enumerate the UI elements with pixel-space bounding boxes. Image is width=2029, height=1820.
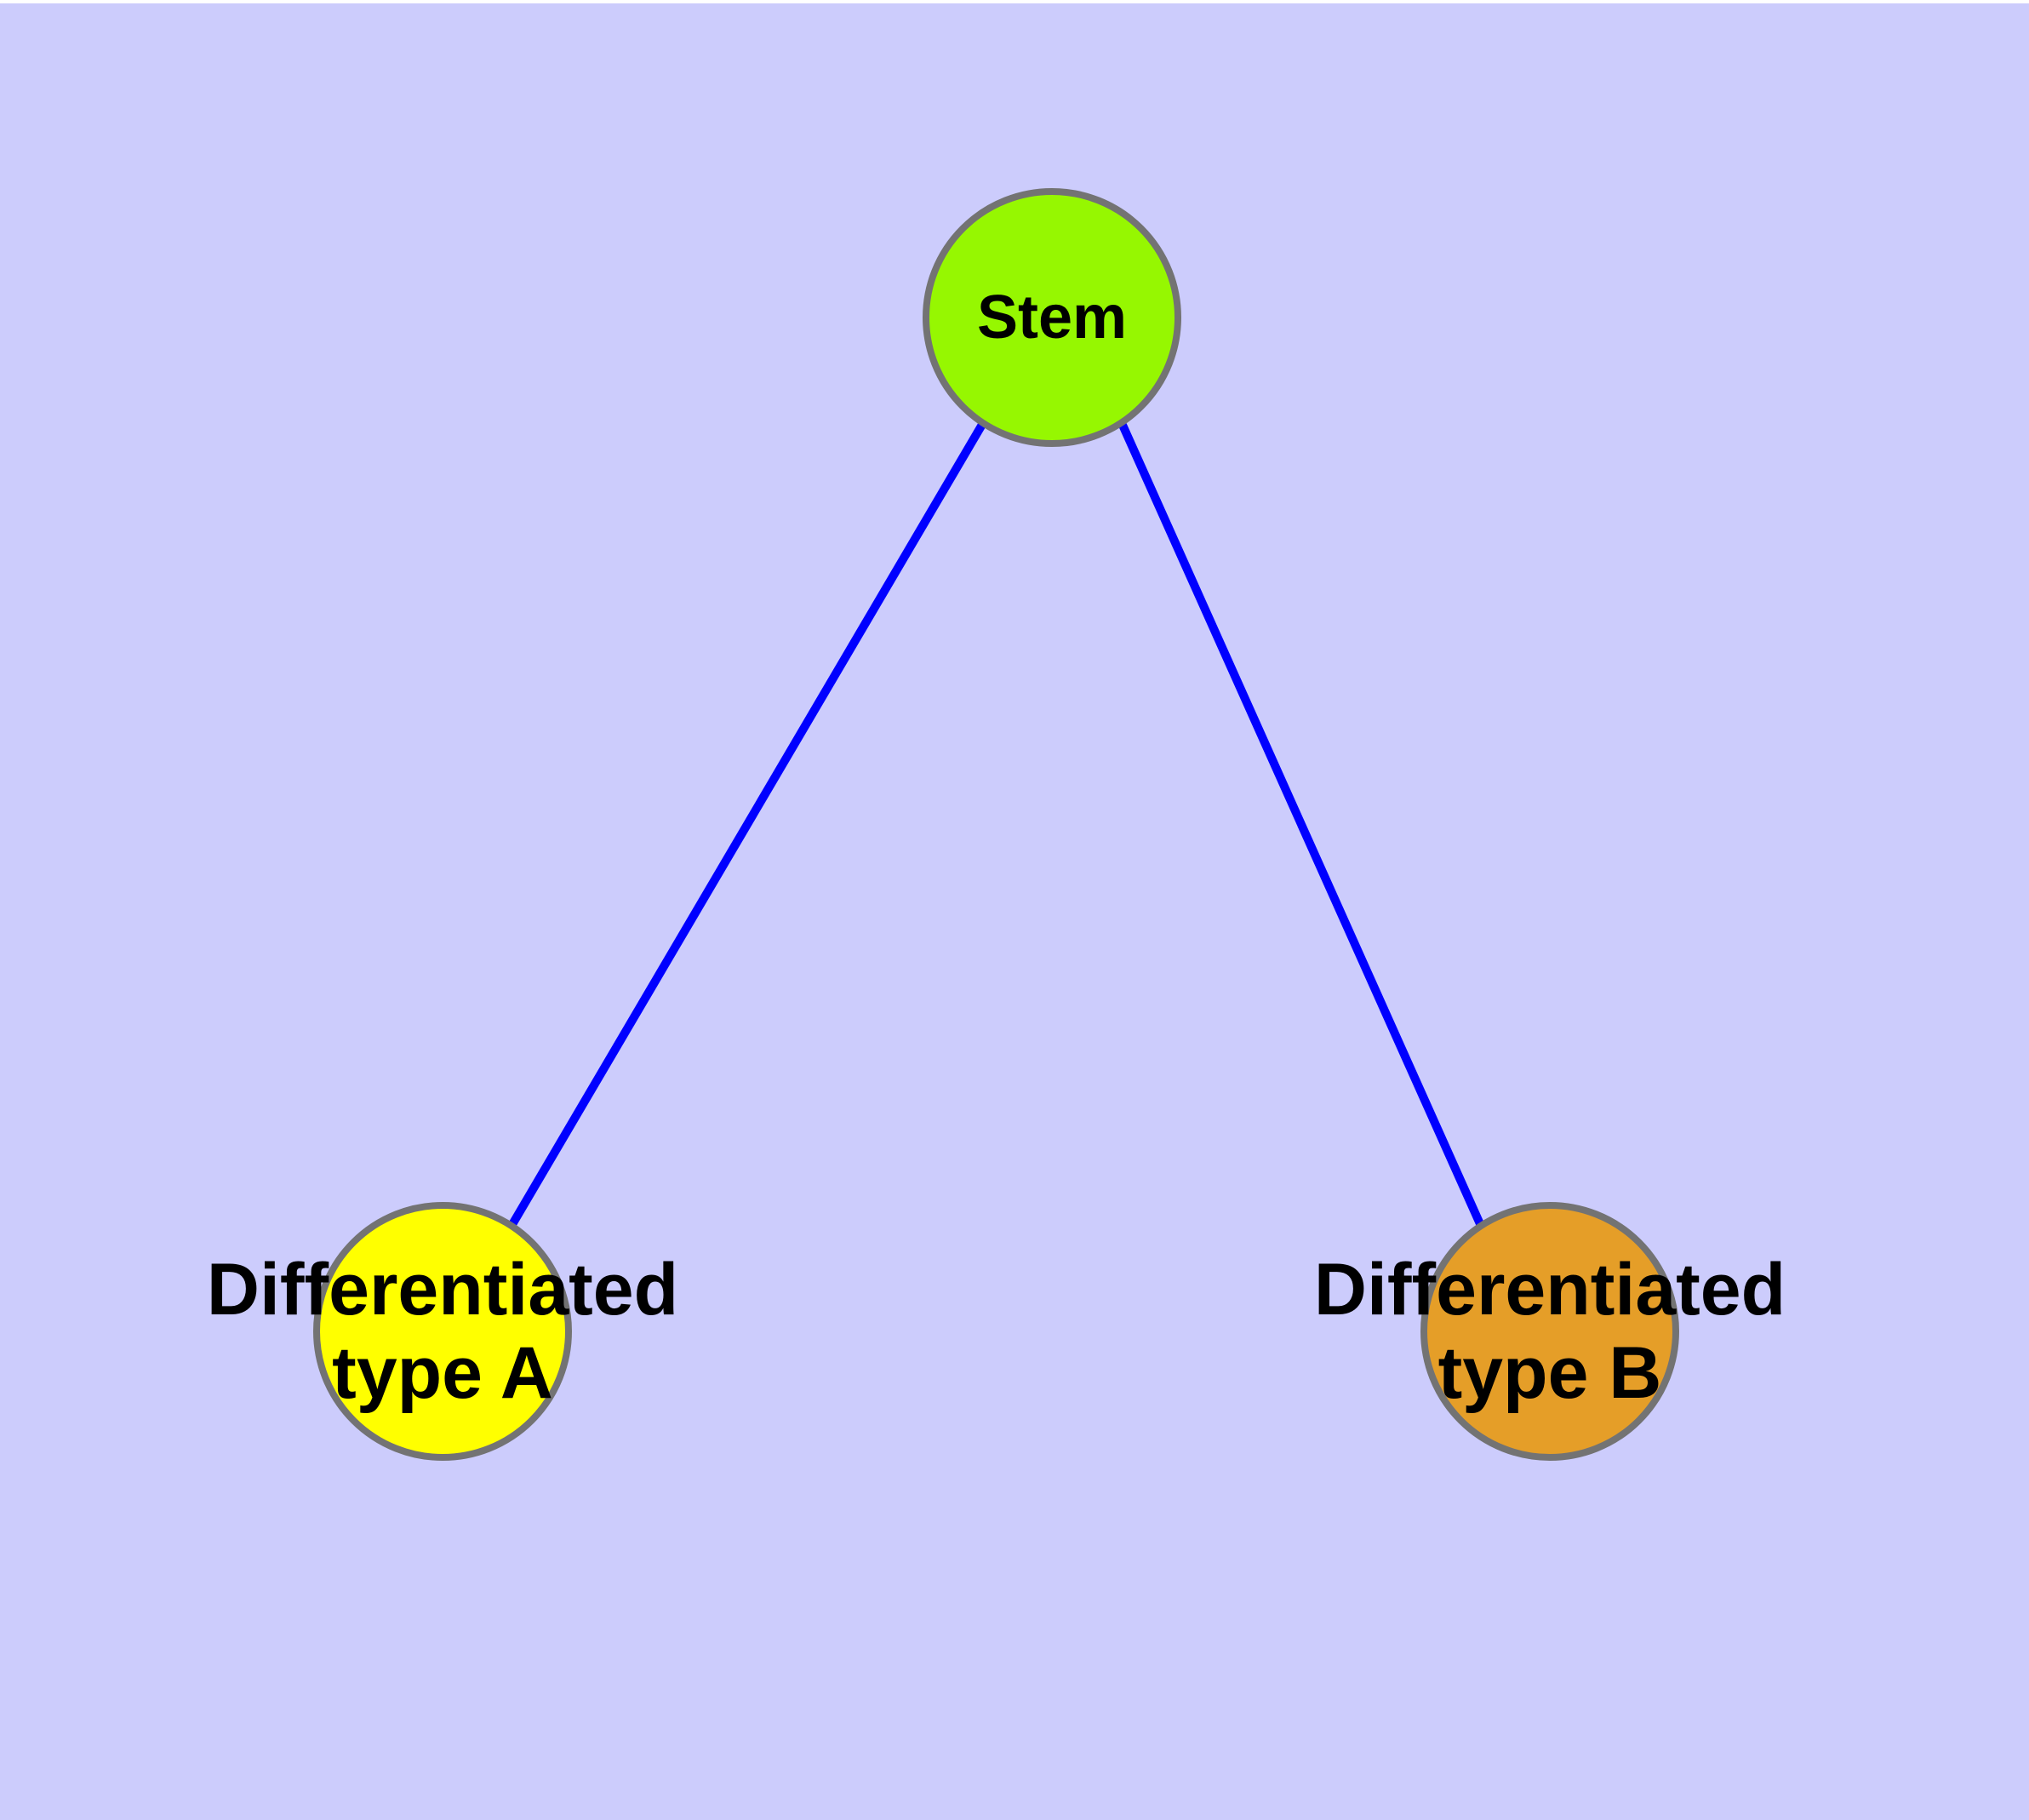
node-circle-diff_b[interactable] (1420, 1202, 1679, 1461)
edge-stem-to-a[interactable] (507, 421, 987, 1228)
edges-group (507, 421, 1485, 1228)
edge-stem-to-b[interactable] (1117, 421, 1485, 1228)
nodes-group (313, 188, 1679, 1461)
node-circle-stem[interactable] (923, 188, 1181, 447)
node-circle-diff_a[interactable] (313, 1202, 572, 1461)
